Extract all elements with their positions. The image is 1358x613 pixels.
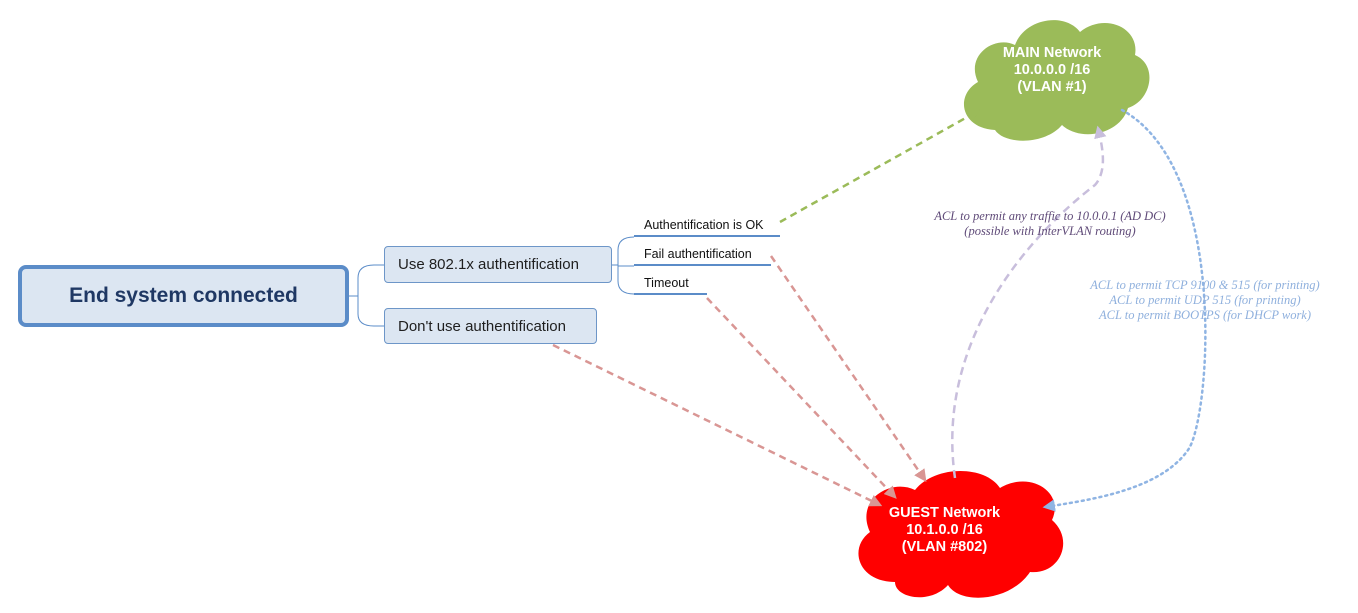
edge-acl-guest-to-main [951, 125, 1107, 479]
root-node: End system connected [18, 265, 349, 327]
acl-guest-line: ACL to permit BOOTPS (for DHCP work) [1098, 308, 1312, 322]
guest-network-vlan: (VLAN #802) [901, 539, 988, 555]
acl-to-main-annotation: ACL to permit any traffic to 10.0.0.1 (A… [880, 209, 1220, 239]
guest-network-label: GUEST Network 10.1.0.0 /16 (VLAN #802) [862, 505, 1027, 556]
main-network-label: MAIN Network 10.0.0.0 /16 (VLAN #1) [972, 45, 1132, 96]
edge-timeout-to-guest [706, 297, 897, 499]
branch-no-authentification: Don't use authentification [384, 308, 597, 344]
acl-main-line: (possible with InterVLAN routing) [964, 224, 1136, 238]
guest-network-subnet: 10.1.0.0 /16 [906, 522, 983, 538]
guest-network-cloud [858, 470, 1064, 598]
main-network-subnet: 10.0.0.0 /16 [1013, 62, 1091, 78]
leaf-fail-auth: Fail authentification [634, 247, 771, 266]
edge-auth-ok-to-main [779, 109, 981, 224]
leaf-timeout: Timeout [634, 276, 707, 295]
edge-acl-main-to-guest [1042, 108, 1207, 512]
main-network-cloud [963, 20, 1150, 141]
acl-guest-line: ACL to permit UDP 515 (for printing) [1109, 293, 1301, 307]
acl-main-line: ACL to permit any traffic to 10.0.0.1 (A… [934, 209, 1166, 223]
main-network-vlan: (VLAN #1) [1017, 79, 1087, 95]
edge-noauth-to-guest [552, 343, 883, 507]
branch-use-8021x: Use 802.1x authentification [384, 246, 612, 283]
guest-network-name: GUEST Network [888, 505, 1001, 521]
acl-guest-line: ACL to permit TCP 9100 & 515 (for printi… [1090, 278, 1320, 292]
acl-to-guest-annotation: ACL to permit TCP 9100 & 515 (for printi… [1050, 278, 1358, 323]
leaf-auth-ok: Authentification is OK [634, 218, 780, 237]
edge-fail-to-guest [769, 255, 927, 483]
root-connector [349, 264, 384, 327]
leaf-connector [612, 236, 635, 295]
main-network-name: MAIN Network [1002, 45, 1102, 61]
